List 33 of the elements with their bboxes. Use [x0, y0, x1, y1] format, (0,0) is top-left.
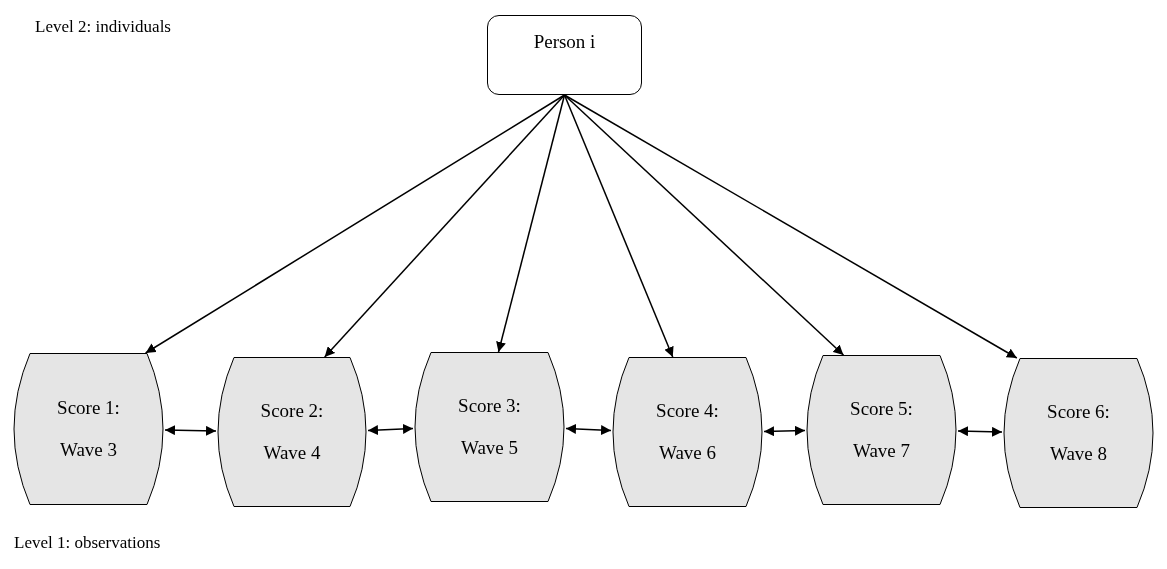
- arrow: [496, 94, 566, 353]
- node-text: Score 1:: [57, 396, 120, 420]
- node-text: Score 4:: [656, 399, 719, 423]
- node-text: Wave 3: [60, 438, 117, 462]
- node-text: Score 5:: [850, 397, 913, 421]
- node-text: Score 3:: [458, 394, 521, 418]
- arrow: [367, 423, 414, 436]
- node-text: Person i: [533, 30, 596, 54]
- node-text: Wave 6: [659, 441, 716, 465]
- score-node: [413, 352, 566, 502]
- score-node: [12, 353, 165, 505]
- arrow: [323, 94, 566, 358]
- arrow: [565, 423, 612, 436]
- score-node: [216, 357, 368, 507]
- person-box: [487, 15, 642, 95]
- arrow: [144, 94, 566, 354]
- arrow: [957, 426, 1003, 437]
- node-text: Wave 5: [461, 436, 518, 460]
- arrow: [563, 94, 1018, 359]
- node-text: Wave 4: [263, 441, 321, 465]
- arrow: [563, 94, 845, 356]
- node-text: Wave 8: [1050, 442, 1107, 466]
- node-text: Score 2:: [260, 399, 324, 423]
- score-node: [805, 355, 958, 505]
- node-text: Wave 7: [853, 439, 910, 463]
- arrow: [563, 94, 674, 358]
- score-node: [1002, 358, 1155, 508]
- arrow: [164, 425, 217, 436]
- level-label: Level 2: individuals: [35, 16, 171, 38]
- node-text: Score 6:: [1047, 400, 1110, 424]
- level-label: Level 1: observations: [14, 532, 161, 554]
- arrow: [763, 425, 806, 437]
- score-node: [611, 357, 764, 507]
